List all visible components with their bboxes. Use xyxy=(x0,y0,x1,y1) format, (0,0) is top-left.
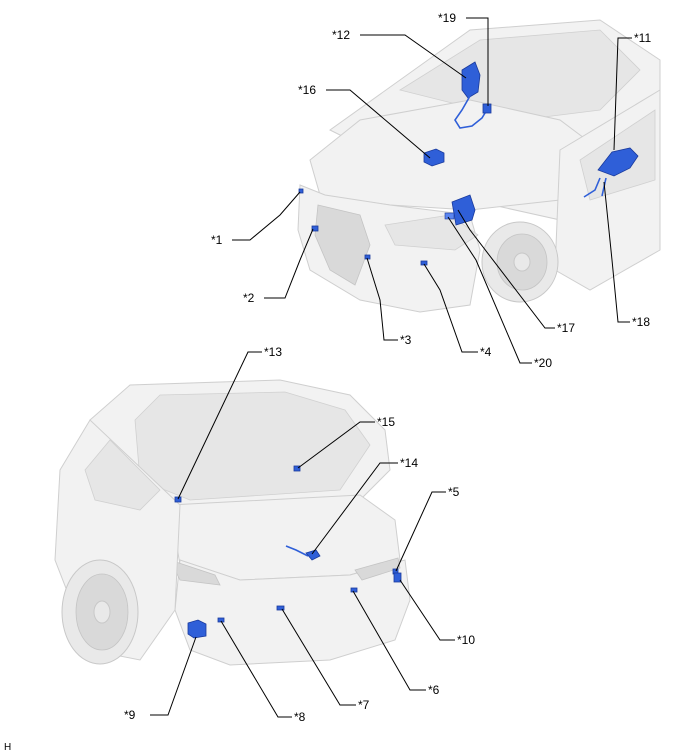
part-4-sensor xyxy=(420,260,428,266)
part-9-module xyxy=(187,619,207,639)
part-2-sensor xyxy=(311,225,319,232)
callout-17: *17 xyxy=(557,321,575,335)
part-8-sensor xyxy=(217,617,225,623)
part-16-camera xyxy=(423,148,445,167)
figure-code: H xyxy=(4,742,11,753)
callout-12: *12 xyxy=(332,28,350,42)
part-19-connector xyxy=(482,103,492,114)
callout-9: *9 xyxy=(124,708,136,722)
callout-20: *20 xyxy=(534,356,552,370)
callout-11: *11 xyxy=(634,31,651,45)
callout-1: *1 xyxy=(211,233,223,247)
callout-labels: *1 *2 *3 *4 *5 *6 *7 *8 *9 *10 *11 *12 *… xyxy=(4,11,651,753)
callout-15: *15 xyxy=(377,415,395,429)
part-10-module xyxy=(393,572,402,583)
front-components xyxy=(298,61,639,266)
rear-components xyxy=(174,465,402,639)
callout-4: *4 xyxy=(480,345,492,359)
callout-2: *2 xyxy=(243,291,255,305)
part-1-sensor xyxy=(298,188,304,194)
callout-6: *6 xyxy=(428,683,440,697)
part-20-sensor xyxy=(444,212,455,220)
callout-14: *14 xyxy=(400,456,418,470)
part-14-camera xyxy=(305,549,321,561)
part-12-inner-mirror xyxy=(461,61,481,99)
rear-vehicle-illustration xyxy=(54,379,411,666)
callout-8: *8 xyxy=(294,710,306,724)
leader-lines xyxy=(150,17,632,718)
callout-16: *16 xyxy=(298,83,316,97)
part-11-outer-mirror xyxy=(597,147,639,177)
callout-10: *10 xyxy=(457,633,475,647)
part-15-sensor xyxy=(293,465,301,472)
part-6-sensor xyxy=(350,587,358,593)
callout-19: *19 xyxy=(438,11,456,25)
part-17-module xyxy=(451,194,476,226)
part-7-sensor xyxy=(276,605,285,611)
callout-13: *13 xyxy=(264,345,282,359)
callout-18: *18 xyxy=(632,315,650,329)
part-13-sensor xyxy=(174,496,182,503)
callout-7: *7 xyxy=(358,698,370,712)
callout-3: *3 xyxy=(400,333,412,347)
front-vehicle-illustration xyxy=(297,19,661,313)
callout-5: *5 xyxy=(448,485,460,499)
